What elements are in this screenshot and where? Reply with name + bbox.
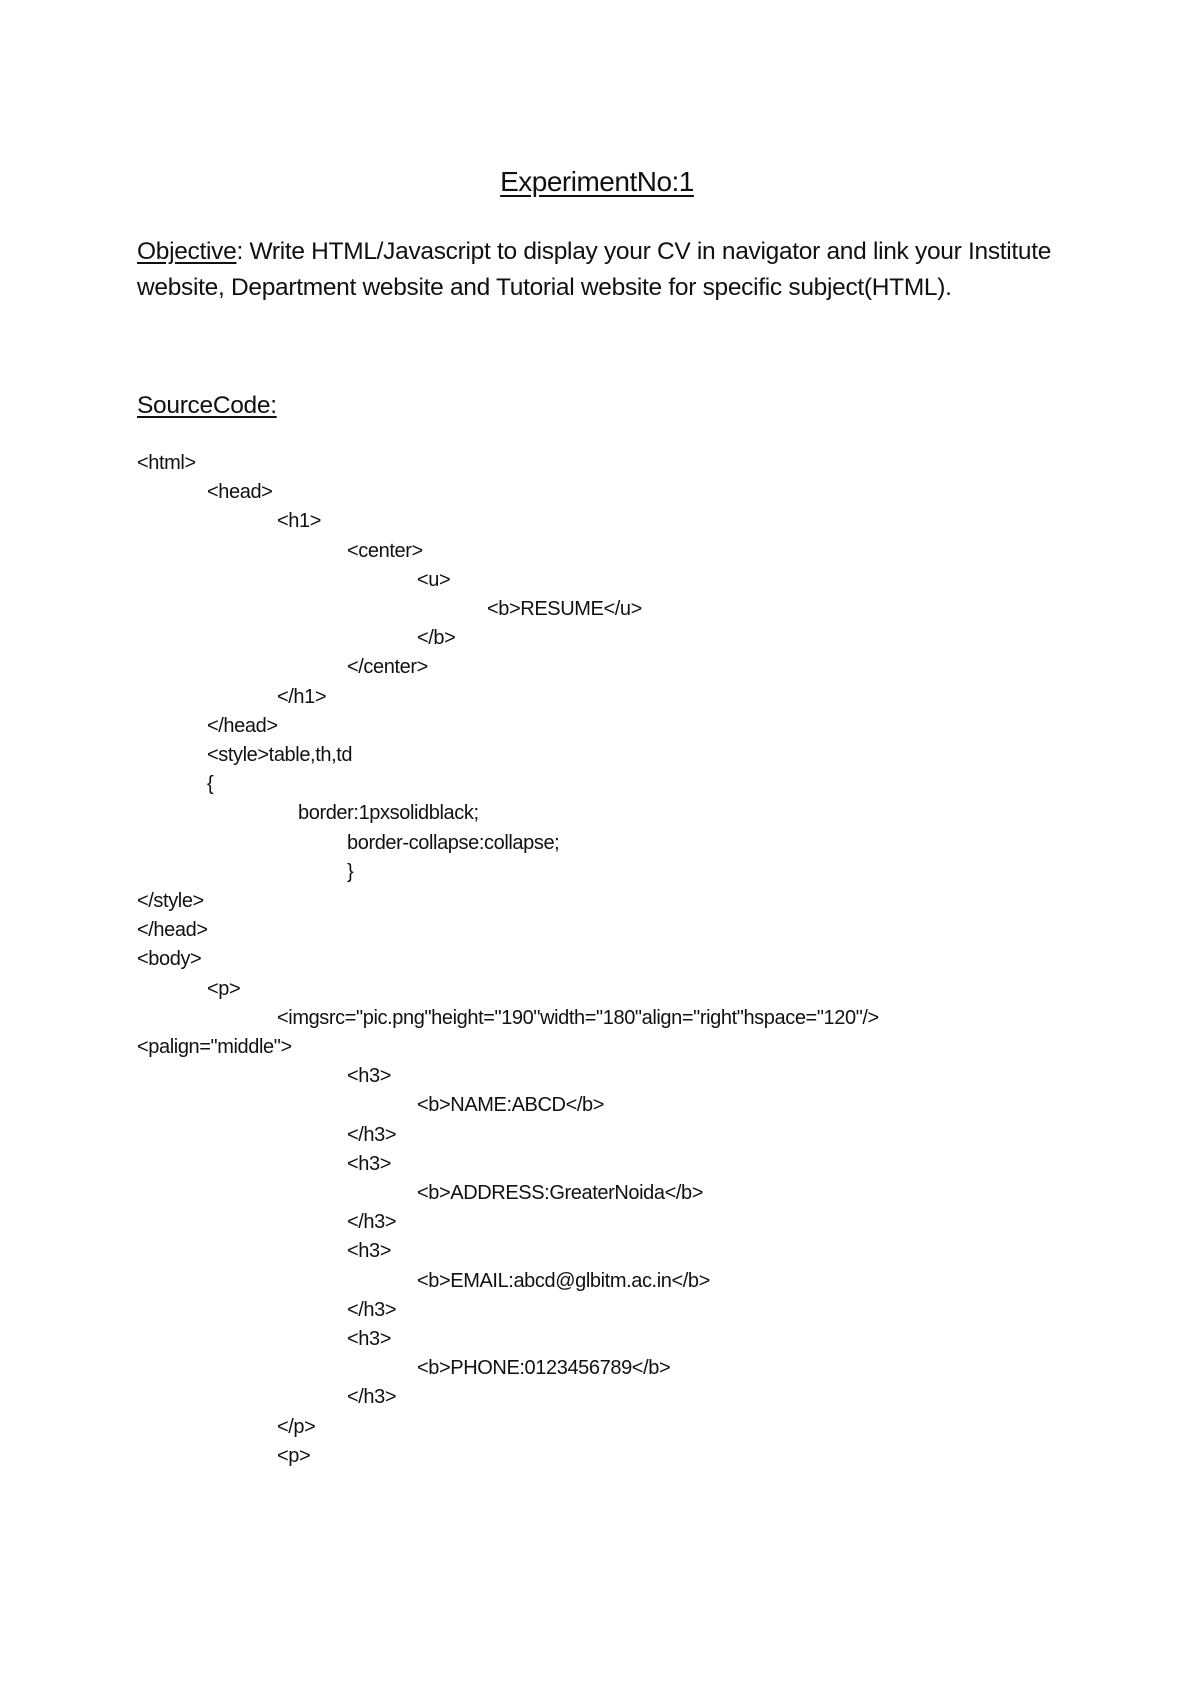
- code-line: <b>EMAIL:abcd@glbitm.ac.in</b>: [417, 1269, 710, 1292]
- code-line: </head>: [207, 714, 278, 737]
- code-line: <h3>: [347, 1065, 392, 1088]
- code-line: </style>: [137, 890, 204, 912]
- experiment-title-text: ExperimentNo:1: [500, 166, 694, 197]
- code-line: {: [207, 773, 214, 796]
- objective-paragraph: Objective: Write HTML/Javascript to disp…: [137, 234, 1077, 306]
- code-line: <style>table,th,td: [207, 744, 353, 766]
- code-line: <h3>: [347, 1328, 392, 1350]
- code-line: </b>: [417, 627, 456, 650]
- code-line: border-collapse:collapse;: [347, 831, 560, 854]
- code-line: </h3>: [347, 1298, 397, 1321]
- code-line: </h1>: [277, 685, 327, 708]
- code-line: </head>: [137, 919, 208, 942]
- code-line: <html>: [137, 452, 196, 474]
- code-line: <p>: [207, 977, 241, 1000]
- objective-separator: :: [236, 238, 243, 265]
- code-line: </center>: [347, 656, 428, 679]
- code-line: <imgsrc="pic.png"height="190"width="180"…: [277, 1006, 879, 1029]
- code-line: <h3>: [347, 1240, 392, 1263]
- code-line: <palign="middle">: [137, 1036, 292, 1058]
- code-line: <h3>: [347, 1152, 392, 1175]
- code-line: <head>: [207, 481, 273, 504]
- code-line: border:1pxsolidblack;: [298, 802, 479, 825]
- code-line: <center>: [347, 539, 423, 562]
- code-line: <b>ADDRESS:GreaterNoida</b>: [417, 1182, 704, 1204]
- code-line: <h1>: [277, 510, 322, 533]
- objective-text: Write HTML/Javascript to display your CV…: [137, 238, 1052, 301]
- code-line: </p>: [277, 1415, 316, 1438]
- code-line: <u>: [417, 568, 451, 591]
- code-line: }: [347, 860, 354, 883]
- code-line: <b>PHONE:0123456789</b>: [417, 1357, 671, 1380]
- code-line: </h3>: [347, 1123, 397, 1146]
- code-line: </h3>: [347, 1386, 397, 1409]
- code-line: <b>RESUME</u>: [487, 598, 642, 620]
- experiment-title: ExperimentNo:1: [0, 166, 1200, 198]
- code-line: <p>: [277, 1444, 311, 1467]
- code-line: <b>NAME:ABCD</b>: [417, 1094, 605, 1117]
- objective-label: Objective: [137, 238, 237, 265]
- code-line: </h3>: [347, 1211, 397, 1234]
- code-line: <body>: [137, 948, 202, 971]
- source-code-heading: SourceCode:: [137, 392, 277, 419]
